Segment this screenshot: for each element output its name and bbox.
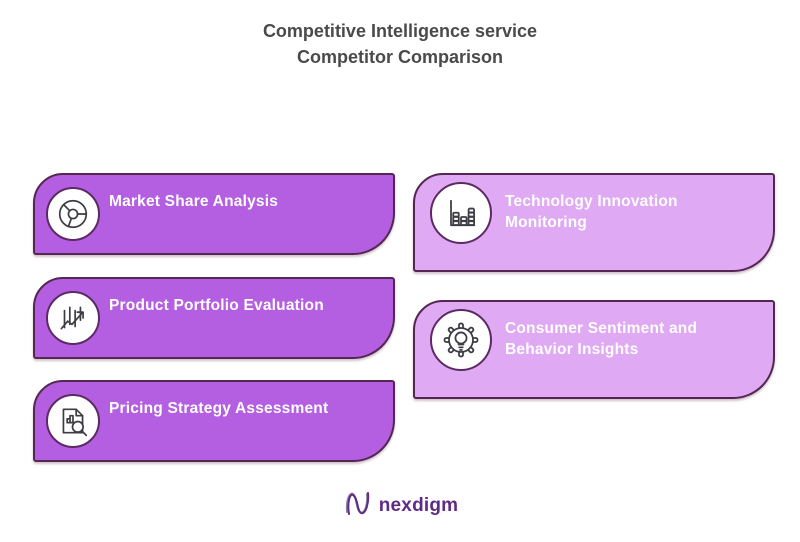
card-technology-innovation-monitoring: Technology Innovation Monitoring	[413, 173, 775, 272]
footer-logo: nexdigm	[0, 487, 800, 524]
card-market-share-analysis: Market Share Analysis	[33, 173, 395, 255]
card-pricing-strategy-assessment: Pricing Strategy Assessment	[33, 380, 395, 462]
card-label: Technology Innovation Monitoring	[505, 191, 759, 233]
card-label-line2: Monitoring	[505, 214, 588, 231]
logo-wordmark: nexdigm	[378, 494, 459, 516]
page-title: Competitive Intelligence service Competi…	[0, 18, 800, 70]
growth-chart-icon	[46, 291, 100, 345]
nexdigm-n-icon	[342, 487, 372, 524]
card-consumer-sentiment-behavior-insights: Consumer Sentiment and Behavior Insights	[413, 300, 775, 399]
page-title-line2: Competitor Comparison	[296, 47, 503, 67]
card-product-portfolio-evaluation: Product Portfolio Evaluation	[33, 277, 395, 359]
card-label: Consumer Sentiment and Behavior Insights	[505, 318, 759, 360]
donut-chart-icon	[46, 187, 100, 241]
stacked-bars-icon	[430, 182, 492, 244]
document-magnifier-icon	[46, 394, 100, 448]
card-label-line2: Behavior Insights	[505, 341, 639, 358]
card-label: Market Share Analysis	[109, 193, 279, 210]
card-label: Product Portfolio Evaluation	[109, 297, 324, 314]
card-label-line1: Consumer Sentiment and	[505, 320, 698, 337]
card-label-line1: Technology Innovation	[505, 193, 678, 210]
page-title-line1: Competitive Intelligence service	[262, 21, 538, 41]
gear-bulb-icon	[430, 309, 492, 371]
card-label: Pricing Strategy Assessment	[109, 400, 329, 417]
